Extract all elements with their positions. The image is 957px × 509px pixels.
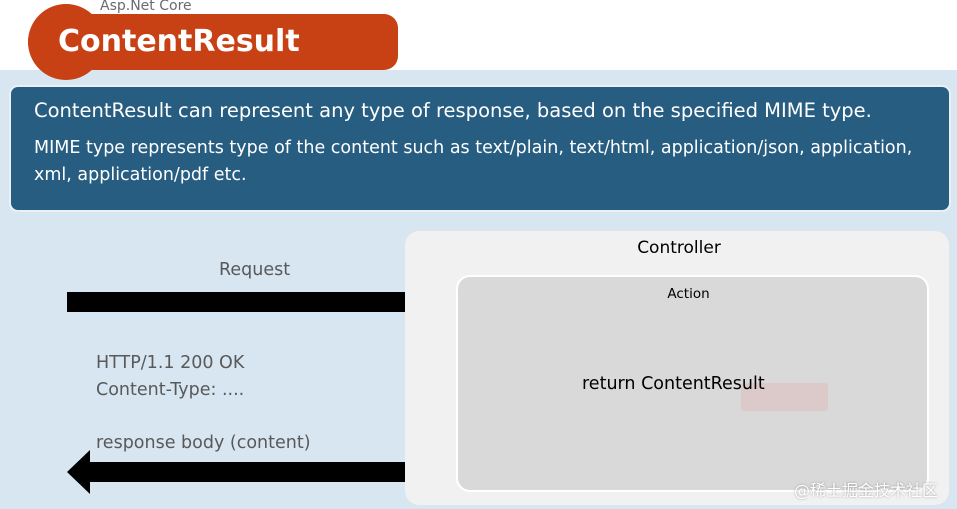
return-statement: return ContentResult bbox=[582, 374, 765, 394]
action-box: Action return ContentResult bbox=[456, 275, 929, 492]
response-arrow bbox=[67, 450, 447, 494]
request-arrow bbox=[67, 280, 447, 324]
title-badge bbox=[28, 4, 104, 80]
kicker-label: Asp.Net Core bbox=[100, 0, 192, 14]
info-box: ContentResult can represent any type of … bbox=[11, 87, 949, 210]
page-title: ContentResult bbox=[58, 24, 300, 59]
info-text-secondary: MIME type represents type of the content… bbox=[34, 138, 913, 185]
footer-watermark: @稀土掘金技术社区 bbox=[794, 481, 939, 500]
info-text-primary: ContentResult can represent any type of … bbox=[34, 99, 872, 122]
action-label: Action bbox=[667, 286, 710, 302]
response-body-label: response body (content) bbox=[96, 433, 311, 453]
request-label: Request bbox=[219, 260, 291, 280]
watermark-badge bbox=[741, 383, 828, 411]
response-status-line: HTTP/1.1 200 OK bbox=[96, 353, 245, 373]
response-content-type: Content-Type: .... bbox=[96, 380, 245, 400]
controller-label: Controller bbox=[637, 238, 721, 258]
